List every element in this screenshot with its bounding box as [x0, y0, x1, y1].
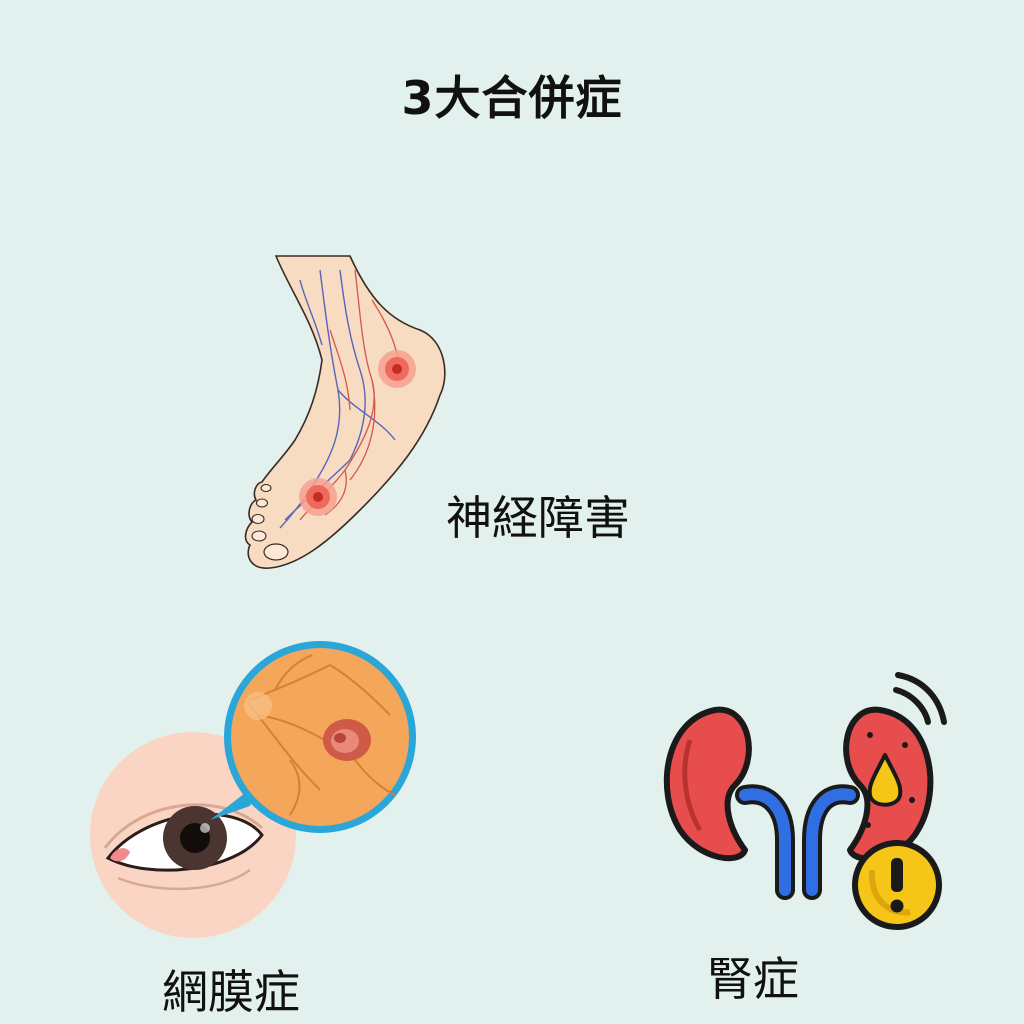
complication-label-nephropathy: 腎症	[707, 952, 799, 1006]
pain-spot	[378, 350, 416, 388]
eye-retina-icon	[90, 641, 416, 938]
complication-label-neuropathy: 神経障害	[446, 491, 630, 545]
page-title: 3大合併症	[401, 71, 623, 125]
kidney-icon	[663, 672, 947, 930]
foot-icon	[244, 255, 446, 569]
complication-label-retinopathy: 網膜症	[162, 965, 300, 1019]
pain-spot	[299, 478, 337, 516]
